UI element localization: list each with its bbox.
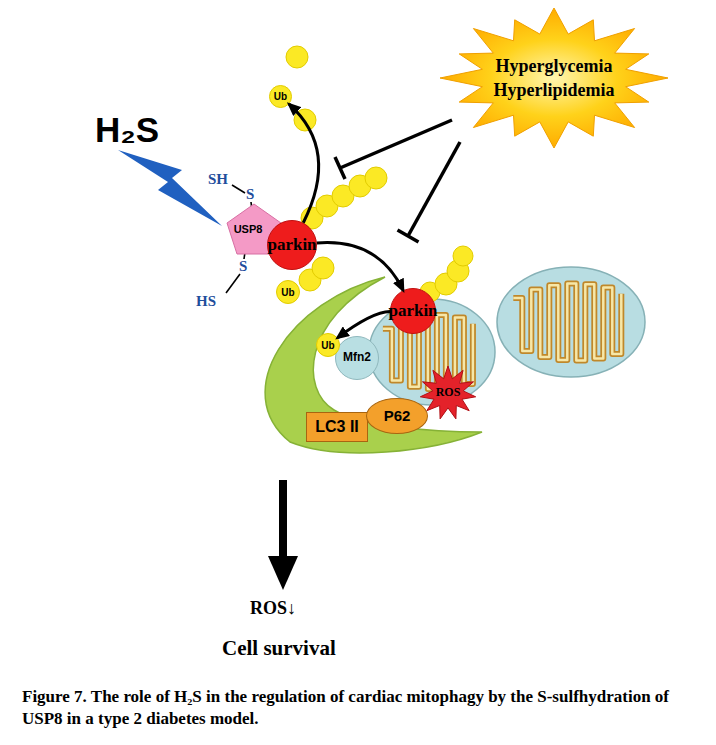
outcome-arrow-head [268, 556, 298, 590]
ros-starburst: ROS [420, 366, 476, 420]
inhibition-line [340, 120, 452, 168]
sulfur-label: S [239, 258, 247, 275]
molecule-label: H₂S [95, 110, 159, 150]
stress-starburst-shape [440, 8, 668, 148]
inhibition-line [408, 142, 460, 236]
node-label: P62 [384, 408, 411, 425]
node-label: Hyperglycemia Hyperlipidemia [479, 54, 629, 103]
node-label: Ub [274, 91, 287, 102]
lc3-box: LC3 II [306, 412, 368, 442]
node-label: Mfn2 [343, 351, 371, 364]
sulfhydration-bond [226, 274, 240, 293]
node-label: parkin [267, 236, 316, 255]
ubiquitin-circle: Ub [276, 280, 300, 304]
outcome-label: Cell survival [222, 636, 336, 661]
figure-caption: Figure 7. The role of H₂S in the regulat… [22, 686, 702, 730]
outcome-arrow-shaft [279, 480, 287, 560]
lightning-bolt [118, 150, 222, 226]
ubiquitin-bead [312, 257, 334, 279]
inhibition-bar [398, 230, 419, 242]
ubiquitin-bead [365, 167, 387, 189]
thiol-label: SH [208, 171, 228, 188]
node-label: USP8 [234, 223, 263, 235]
node-label: parkin [388, 302, 437, 321]
ubiquitin-circle: Ub [269, 85, 292, 108]
curved-arrow [317, 243, 403, 291]
p62-ellipse: P62 [366, 398, 428, 434]
mitochondrion-cristae [513, 284, 621, 361]
node-label: ROS [436, 386, 461, 399]
mfn2-circle: Mfn2 [335, 336, 379, 380]
curved-arrow [289, 104, 319, 223]
node-label: Ub [321, 340, 334, 351]
node-label: LC3 II [315, 418, 359, 436]
ubiquitin-circle: Ub [316, 333, 340, 357]
node-label: Ub [281, 287, 294, 298]
sulfur-label: S [246, 186, 254, 203]
mitochondrion [497, 267, 645, 377]
parkin-circle: parkin [390, 288, 436, 334]
outcome-label: ROS↓ [250, 598, 296, 619]
thiol-label: HS [196, 293, 216, 310]
stress-starburst: Hyperglycemia Hyperlipidemia [440, 8, 668, 148]
curved-arrow [338, 312, 390, 338]
stress-starburst-outline [440, 8, 668, 148]
ubiquitin-bead [453, 246, 473, 266]
mitochondrion-cristae [513, 284, 621, 361]
sulfhydration-bond [232, 185, 245, 193]
ros-starburst-shape [420, 366, 475, 419]
ubiquitin-bead [294, 109, 316, 131]
parkin-circle: parkin [267, 220, 317, 270]
ubiquitin-bead [286, 46, 308, 68]
inhibition-bar [335, 157, 345, 179]
